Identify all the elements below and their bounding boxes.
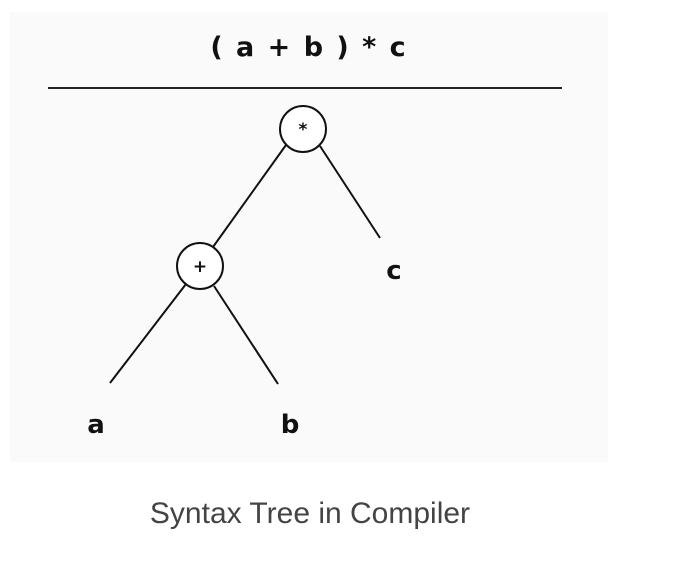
operator-node-circle	[279, 105, 327, 153]
tree-nodes: * + c a b	[87, 105, 402, 440]
operator-node-circle	[176, 242, 224, 290]
tree-edge-mul-c	[319, 145, 381, 239]
operator-node-label: *	[299, 120, 308, 140]
tree-node-b: b	[281, 410, 300, 440]
leaf-node-label: a	[87, 410, 105, 440]
expression-heading: ( a + b ) * c	[210, 32, 407, 63]
syntax-tree-figure: ( a + b ) * c * + c a b	[10, 12, 608, 462]
syntax-tree-diagram: ( a + b ) * c * + c a b	[48, 32, 562, 440]
leaf-node-label: c	[386, 256, 401, 286]
figure-caption: Syntax Tree in Compiler	[149, 497, 471, 530]
leaf-node-label: b	[281, 410, 300, 440]
tree-edge-add-b	[213, 285, 279, 385]
tree-node-c: c	[386, 256, 401, 286]
tree-edge-mul-add	[212, 144, 287, 248]
tree-edge-add-a	[109, 283, 187, 384]
operator-node-label: +	[193, 257, 207, 277]
tree-node-add: +	[176, 242, 224, 290]
tree-node-mul: *	[279, 105, 327, 153]
tree-edges	[109, 144, 381, 385]
tree-node-a: a	[87, 410, 105, 440]
